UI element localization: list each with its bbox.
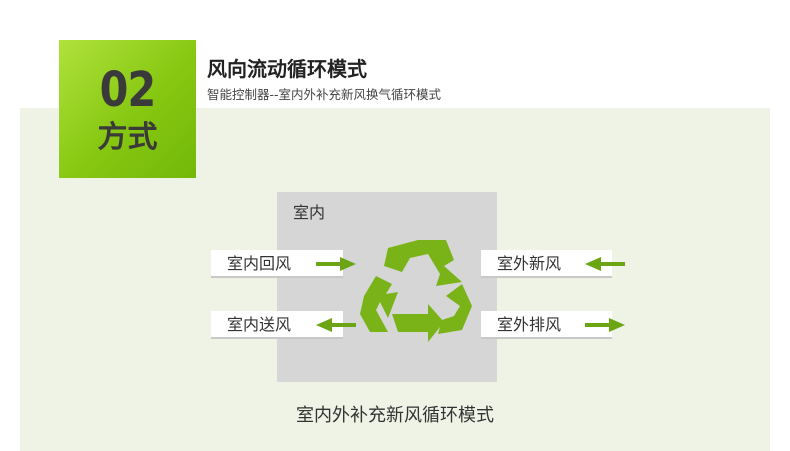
arrow-left-icon [585,257,625,271]
arrow-right-icon [316,257,356,271]
room-label: 室内 [293,203,326,222]
flow-indoor-return-label: 室内回风 [227,254,292,273]
badge-number: 02 [99,62,157,118]
section-badge: 02 方式 [59,40,196,178]
page-subtitle: 智能控制器--室内外补充新风换气循环模式 [207,87,442,102]
flow-outdoor-fresh-label: 室外新风 [497,254,562,273]
flow-outdoor-exhaust-label: 室外排风 [497,315,562,334]
arrow-left-icon [316,318,356,332]
diagram-caption: 室内外补充新风循环模式 [296,405,494,426]
flow-indoor-supply-label: 室内送风 [227,315,292,334]
badge-word: 方式 [97,120,158,155]
arrow-right-icon [585,318,625,332]
recycle-icon [360,240,472,342]
flow-indoor-supply: 室内送风 [211,311,343,339]
page-title: 风向流动循环模式 [207,57,367,81]
